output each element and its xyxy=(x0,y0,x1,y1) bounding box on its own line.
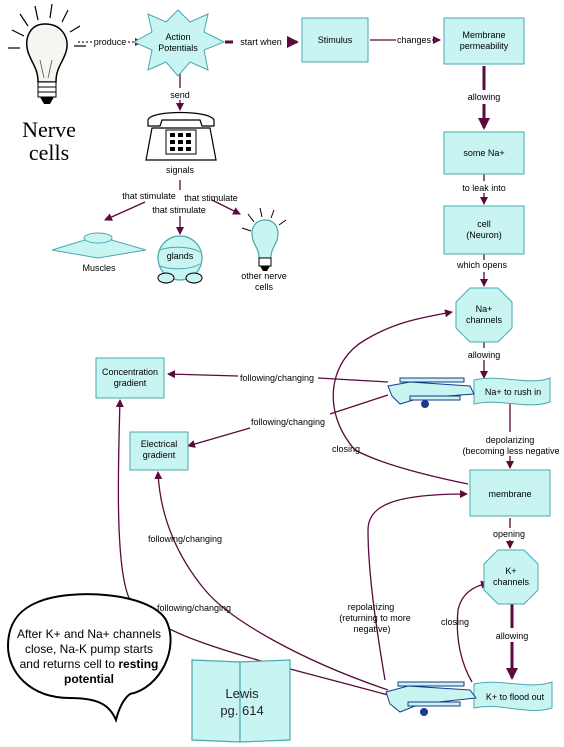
octagon-icon xyxy=(483,549,539,605)
book-icon xyxy=(191,659,291,743)
node-cell-box xyxy=(443,205,525,255)
node-electrical-gradient-box xyxy=(129,431,189,471)
arrow-follow-2a xyxy=(329,394,389,415)
arrow-follow-3 xyxy=(154,471,389,691)
link-that-stimulate-2: that stimulate xyxy=(184,193,238,203)
note-line-1: After K+ and Na+ channels xyxy=(17,627,161,641)
link-following-changing-4: following/changing xyxy=(157,603,231,613)
node-electrical-gradient-2: gradient xyxy=(143,450,176,460)
node-stimulus: Stimulus xyxy=(318,35,353,45)
link-changes: changes xyxy=(397,35,432,45)
link-labels: produce start when changes send allowing… xyxy=(94,35,560,641)
link-that-stimulate-1: that stimulate xyxy=(122,191,176,201)
node-cell-2: (Neuron) xyxy=(466,230,502,240)
note-line-3-plain: and returns cell to xyxy=(20,657,119,671)
flying-saucer-icon xyxy=(51,232,147,259)
globe-icon xyxy=(157,235,203,284)
link-closing-1: closing xyxy=(332,444,360,454)
arrow-follow-1b xyxy=(167,370,239,379)
link-depolarizing-2: (becoming less negative xyxy=(462,446,559,456)
arrow-closing-2 xyxy=(456,580,489,683)
node-other-nerve-cells-2: cells xyxy=(255,282,274,292)
arrow-follow-2b xyxy=(187,427,251,448)
node-na-channels-1: Na+ xyxy=(476,304,493,314)
octagon-icon xyxy=(455,287,513,343)
note-line-4: potential xyxy=(64,672,114,686)
node-membrane-permeability-box xyxy=(443,17,525,65)
node-concentration-gradient-box xyxy=(95,357,165,399)
link-allowing-1: allowing xyxy=(468,92,501,102)
node-some-na: some Na+ xyxy=(463,148,504,158)
link-which-opens: which opens xyxy=(456,260,508,270)
node-concentration-gradient-2: gradient xyxy=(114,378,147,388)
airplane-icon xyxy=(387,377,551,408)
arrow-repolarizing xyxy=(367,490,468,681)
link-produce: produce xyxy=(94,37,127,47)
node-membrane: membrane xyxy=(488,489,531,499)
node-k-channels-1: K+ xyxy=(505,566,516,576)
node-glands: glands xyxy=(167,251,194,261)
node-other-nerve-cells-1: other nerve xyxy=(241,271,287,281)
note-line-2: close, Na-K pump starts xyxy=(25,642,153,656)
link-repolarizing-2: (returning to more xyxy=(339,613,411,623)
link-that-stimulate-3: that stimulate xyxy=(152,205,206,215)
book-line-1: Lewis xyxy=(225,686,259,701)
speech-bubble-icon xyxy=(6,593,172,724)
link-depolarizing-1: depolarizing xyxy=(486,435,535,445)
link-allowing-2: allowing xyxy=(468,350,501,360)
node-signals: signals xyxy=(166,165,195,175)
airplane-icon xyxy=(385,681,553,716)
node-muscles: Muscles xyxy=(82,263,116,273)
starburst-icon xyxy=(132,9,226,77)
link-start-when: start when xyxy=(240,37,282,47)
node-concentration-gradient-1: Concentration xyxy=(102,367,158,377)
node-stimulus-box xyxy=(301,17,369,63)
node-nerve-cells-1: Nerve xyxy=(22,117,76,142)
node-membrane-permeability-1: Membrane xyxy=(462,30,505,40)
note-line-3-bold: resting xyxy=(118,657,158,671)
link-opening: opening xyxy=(493,529,525,539)
link-closing-2: closing xyxy=(441,617,469,627)
arrow-stimulate-other xyxy=(211,199,241,215)
node-na-channels-2: channels xyxy=(466,315,503,325)
link-following-changing-1: following/changing xyxy=(240,373,314,383)
link-following-changing-3: following/changing xyxy=(148,534,222,544)
node-nerve-cells-2: cells xyxy=(29,140,69,165)
link-following-changing-2: following/changing xyxy=(251,417,325,427)
node-action-potentials-1: Action xyxy=(165,32,190,42)
lightbulb-icon xyxy=(8,3,86,104)
node-some-na-box xyxy=(443,131,525,175)
arrow-follow-1a xyxy=(317,377,389,383)
node-k-channels-2: channels xyxy=(493,577,530,587)
link-to-leak-into: to leak into xyxy=(462,183,506,193)
link-repolarizing-1: repolarizing xyxy=(348,602,395,612)
arrow-closing-1 xyxy=(332,309,469,485)
node-membrane-box xyxy=(469,469,551,517)
link-allowing-3: allowing xyxy=(496,631,529,641)
node-membrane-permeability-2: permeability xyxy=(460,41,509,51)
book-line-2: pg. 614 xyxy=(220,703,263,718)
link-send: send xyxy=(170,90,190,100)
link-repolarizing-3: negative) xyxy=(353,624,390,634)
node-k-flood-out: K+ to flood out xyxy=(486,692,545,702)
telephone-icon xyxy=(145,111,217,161)
node-cell-1: cell xyxy=(477,219,491,229)
node-action-potentials-2: Potentials xyxy=(158,43,198,53)
small-lightbulb-icon xyxy=(241,207,287,271)
arrow-stimulate-muscles xyxy=(104,201,146,221)
node-electrical-gradient-1: Electrical xyxy=(141,439,178,449)
note-line-3: and returns cell to resting xyxy=(20,657,159,671)
node-na-rush-in: Na+ to rush in xyxy=(485,387,541,397)
